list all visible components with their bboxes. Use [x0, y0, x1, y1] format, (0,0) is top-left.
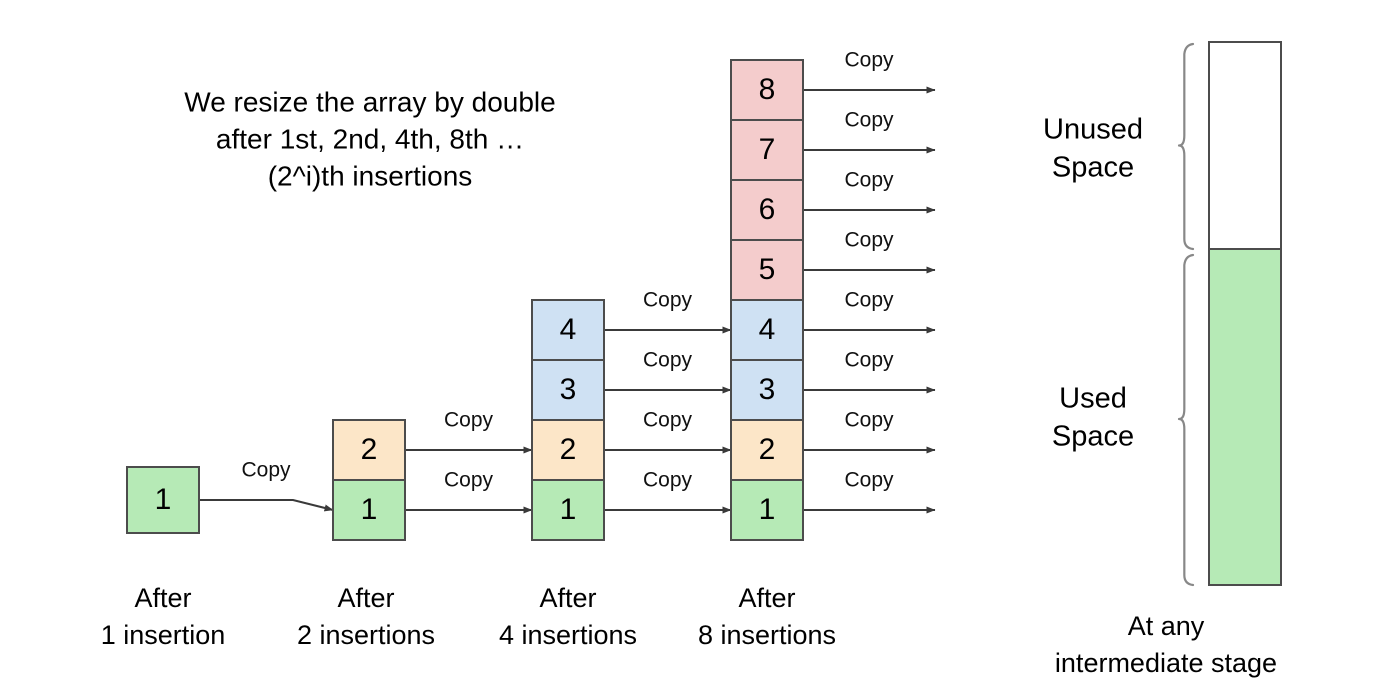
array-cell-1[interactable] [730, 479, 804, 541]
stage-3-caption: After 4 insertions [499, 583, 637, 650]
copy-arrow-label: Copy [844, 229, 894, 252]
stage-4: 1 2 3 4 5 6 7 8 [730, 59, 804, 541]
array-cell-label-2: 2 [759, 433, 776, 466]
unused-space-label-line: Space [1052, 152, 1134, 184]
array-cell-5[interactable] [730, 239, 804, 301]
array-cell-label-7: 7 [759, 133, 776, 166]
memory-caption-line: At any [1128, 611, 1205, 641]
used-space-brace [1177, 253, 1195, 587]
array-cell-label-1: 1 [155, 483, 172, 516]
array-cell-label-3: 3 [560, 373, 577, 406]
copy-arrow: Copy [604, 469, 732, 514]
copy-arrow-label: Copy [844, 289, 894, 312]
copy-arrow-label: Copy [844, 349, 894, 372]
title-line: We resize the array by double [184, 86, 555, 117]
array-cell-label-2: 2 [560, 433, 577, 466]
stage-caption-line: After [738, 583, 795, 613]
array-cell-1[interactable] [126, 466, 200, 534]
array-cell-1[interactable] [531, 479, 605, 541]
array-cell-2[interactable] [531, 419, 605, 481]
array-cell-3[interactable] [730, 359, 804, 421]
stage-caption-line: 8 insertions [698, 620, 836, 650]
array-cell-1[interactable] [332, 479, 406, 541]
stage-caption-line: 1 insertion [101, 620, 226, 650]
title-text: We resize the array by double after 1st, … [184, 86, 555, 191]
copy-arrow-label: Copy [643, 469, 693, 492]
copy-arrow: Copy [604, 289, 732, 334]
title-line: after 1st, 2nd, 4th, 8th … [216, 123, 524, 154]
stage-1: 1 [126, 466, 200, 534]
stage-1-caption: After 1 insertion [101, 583, 226, 650]
copy-arrow-label: Copy [643, 289, 693, 312]
stage-caption-line: 2 insertions [297, 620, 435, 650]
array-cell-7[interactable] [730, 119, 804, 181]
copy-arrow: Copy [803, 109, 936, 154]
array-cell-label-1: 1 [361, 493, 378, 526]
array-cell-label-4: 4 [759, 313, 776, 346]
array-cell-label-1: 1 [759, 493, 776, 526]
stage-captions-group: After 1 insertion After 2 insertions After 4 … [101, 583, 836, 650]
copy-arrow-label: Copy [844, 49, 894, 72]
copy-arrow: Copy [604, 409, 732, 454]
copy-arrow-label: Copy [844, 169, 894, 192]
copy-arrow-label: Copy [241, 459, 291, 482]
array-cell-4[interactable] [531, 299, 605, 361]
array-cell-label-6: 6 [759, 193, 776, 226]
copy-arrow: Copy [604, 349, 732, 394]
unused-space-brace [1177, 42, 1195, 251]
title-line: (2^i)th insertions [268, 160, 473, 191]
copy-arrow-label: Copy [643, 349, 693, 372]
array-cell-6[interactable] [730, 179, 804, 241]
copy-arrow: Copy [803, 229, 936, 274]
copy-arrow-label: Copy [844, 409, 894, 432]
stage-4-caption: After 8 insertions [698, 583, 836, 650]
array-cell-label-1: 1 [560, 493, 577, 526]
stage-caption-line: After [134, 583, 191, 613]
copy-arrow: Copy [405, 469, 533, 514]
copy-arrow-label: Copy [844, 109, 894, 132]
array-cell-label-3: 3 [759, 373, 776, 406]
stage-2: 12 [332, 419, 406, 541]
unused-space-block [1208, 41, 1282, 250]
copy-arrow-label: Copy [844, 469, 894, 492]
copy-arrow-line [199, 498, 334, 512]
array-cell-3[interactable] [531, 359, 605, 421]
copy-arrow-label: Copy [444, 409, 494, 432]
array-cell-label-4: 4 [560, 313, 577, 346]
array-cell-label-5: 5 [759, 253, 776, 286]
copy-arrow: Copy [803, 169, 936, 214]
memory-caption-line: intermediate stage [1055, 648, 1277, 678]
stage-3: 1 2 3 4 [531, 299, 605, 541]
array-cell-8[interactable] [730, 59, 804, 121]
array-cell-2[interactable] [332, 419, 406, 481]
copy-arrow: Copy [803, 409, 936, 454]
copy-arrow: Copy [199, 459, 334, 512]
array-cell-4[interactable] [730, 299, 804, 361]
copy-arrow: Copy [405, 409, 533, 454]
used-space-block [1208, 248, 1282, 586]
stage-caption-line: 4 insertions [499, 620, 637, 650]
copy-arrow-label: Copy [643, 409, 693, 432]
copy-arrow: Copy [803, 289, 936, 334]
array-cell-label-8: 8 [759, 73, 776, 106]
copy-arrow: Copy [803, 49, 936, 94]
unused-space-label-line: Unused [1043, 114, 1143, 146]
copy-arrow: Copy [803, 349, 936, 394]
stage-caption-line: After [539, 583, 596, 613]
copy-arrow-label: Copy [444, 469, 494, 492]
used-space-label-line: Space [1052, 421, 1134, 453]
used-space-label-line: Used [1059, 383, 1127, 415]
array-cell-label-2: 2 [361, 433, 378, 466]
stage-2-caption: After 2 insertions [297, 583, 435, 650]
copy-arrow: Copy [803, 469, 936, 514]
stage-caption-line: After [337, 583, 394, 613]
